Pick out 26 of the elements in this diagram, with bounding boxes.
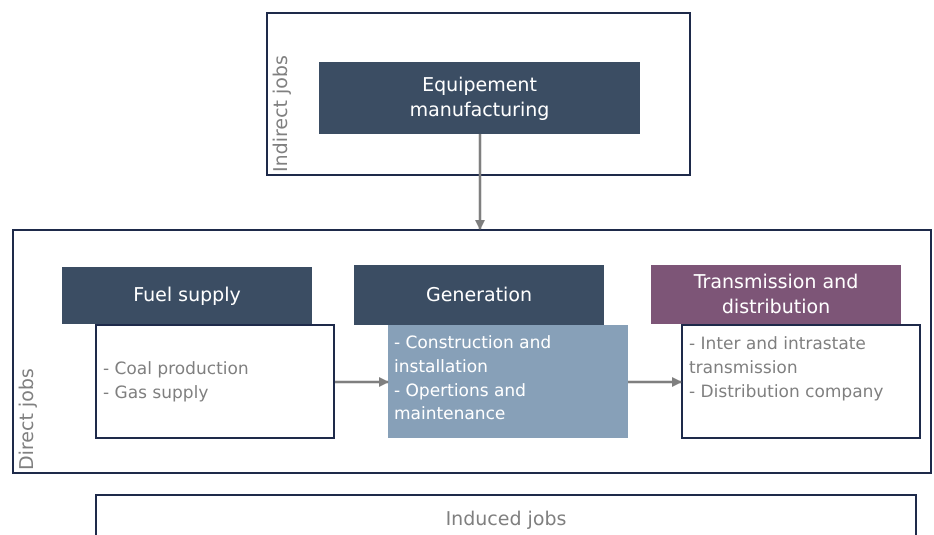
category-header (354, 265, 604, 325)
activity-text: - Inter and intrastate transmission (689, 333, 867, 380)
group-frame (266, 12, 691, 176)
group-label: Direct jobs (16, 368, 38, 470)
group-label: Indirect jobs (270, 55, 292, 172)
group-frame (12, 229, 932, 474)
category-header (319, 62, 640, 134)
activity-text: - Distribution company (689, 380, 884, 404)
arrow (628, 377, 682, 387)
activity-text: - Gas supply (103, 382, 210, 404)
group-frame (95, 494, 917, 535)
activity-text: - Coal production (103, 358, 250, 381)
header-text: Equipement manufacturing (408, 73, 550, 123)
arrow (475, 134, 485, 230)
activity-box (388, 325, 628, 438)
activity-box (95, 324, 335, 439)
activity-text: - Opertions and maintenance (394, 380, 527, 426)
group-label: Induced jobs (444, 508, 568, 530)
header-text: Fuel supply (132, 283, 242, 308)
activity-text: - Construction and installation (394, 332, 552, 379)
activity-box (681, 324, 921, 439)
header-text: Transmission and distribution (692, 270, 860, 320)
category-header (651, 265, 901, 324)
header-text: Generation (425, 282, 533, 308)
category-header (62, 267, 312, 324)
arrow (335, 377, 389, 387)
